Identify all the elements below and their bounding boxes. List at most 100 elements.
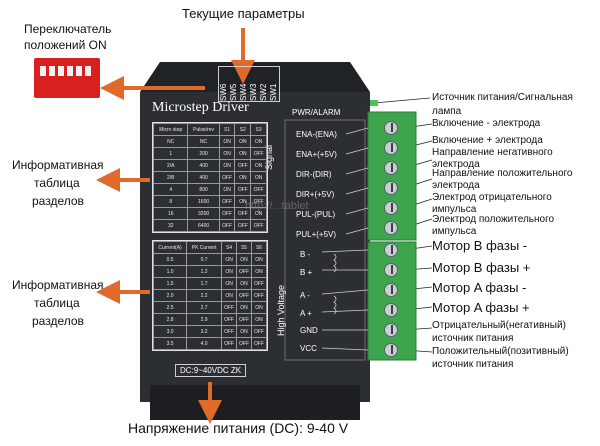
table-cell: 6400 (187, 219, 220, 232)
signal-pin-6: PUL+(+5V) (296, 230, 337, 239)
table-cell: OFF (234, 207, 252, 220)
table-cell: OFF (234, 183, 252, 196)
table-cell: 4.0 (186, 337, 223, 350)
hv-pin-b-minus: B - (300, 250, 311, 259)
right-label-0a: Источник питания/Сигнальная (432, 92, 573, 103)
right-label-5b: импульса (432, 204, 477, 215)
terminal-screw[interactable] (384, 263, 398, 277)
table-cell: 3.0 (152, 325, 188, 338)
table1-annotation-line2: таблица (34, 176, 80, 190)
terminal-screw[interactable] (384, 243, 398, 257)
table-cell: ON (251, 253, 267, 266)
table-cell: 2/A (152, 159, 189, 172)
driver-title: Microstep Driver (152, 100, 249, 115)
table-header-cell: Pulse/rev (187, 123, 220, 136)
table-cell: OFF (251, 289, 267, 302)
signal-pin-5: PUL-(PUL) (296, 210, 336, 219)
hv-pin-vcc: VCC (300, 344, 317, 353)
table-cell: OFF (218, 195, 236, 208)
terminal-screw[interactable] (384, 161, 398, 175)
pin-lines (321, 127, 369, 351)
table-cell: ON (250, 135, 267, 148)
right-label-4a: Направление положительного (432, 168, 573, 179)
high-voltage-label: High Voltage (276, 284, 286, 336)
right-label-3b: электрода (432, 159, 480, 170)
table-cell: 1600 (187, 195, 220, 208)
table-cell: ON (251, 265, 267, 278)
table-header-cell: S3 (250, 123, 267, 136)
table-cell: OFF (221, 337, 238, 350)
hv-pin-a-plus: A + (300, 309, 312, 318)
table-cell: 2.7 (186, 301, 223, 314)
terminal-screw[interactable] (384, 141, 398, 155)
terminal-screw[interactable] (384, 201, 398, 215)
dc-voltage-box: DC:9~40VDC ZK (175, 364, 247, 377)
table-cell: 400 (187, 159, 220, 172)
right-label-0b: лампа (432, 106, 462, 117)
table-cell: OFF (251, 325, 267, 338)
right-label-4b: электрода (432, 180, 480, 191)
table-cell: OFF (236, 337, 253, 350)
right-label-3a: Направление негативного (432, 147, 553, 158)
table-cell: ON (234, 195, 252, 208)
table-header-cell: PK Current (186, 241, 223, 254)
table2-annotation-line3: разделов (32, 314, 84, 328)
right-label-5a: Электрод отрицательного (432, 192, 552, 203)
table-cell: ON (221, 277, 238, 290)
table-cell: 0.7 (186, 253, 223, 266)
right-label-6b: импульса (432, 226, 477, 237)
table-cell: 2/B (152, 171, 189, 184)
coil-symbols (333, 253, 337, 315)
table-cell: ON (250, 171, 267, 184)
right-label-1: Включение - электрода (432, 118, 541, 129)
hv-pin-gnd: GND (300, 326, 318, 335)
signal-pin-3: DIR-(DIR) (296, 170, 332, 179)
right-label-6a: Электрод положительного (432, 214, 555, 225)
right-label-10: Мотор A фазы + (432, 300, 530, 315)
table-header-cell: S5 (236, 241, 253, 254)
terminal-screw[interactable] (384, 303, 398, 317)
table-cell: OFF (221, 301, 238, 314)
table-cell: ON (234, 171, 252, 184)
table-header-cell: S1 (218, 123, 236, 136)
terminal-screw[interactable] (384, 221, 398, 235)
right-label-11b: источник питания (432, 333, 514, 344)
table-cell: 3.2 (186, 325, 223, 338)
table2-annotation-line1: Информативная (12, 278, 104, 292)
hv-pin-a-minus: A - (300, 291, 310, 300)
table-cell: ON (221, 253, 238, 266)
table-cell: ON (251, 313, 267, 326)
table-cell: ON (234, 147, 252, 160)
terminal-screw[interactable] (384, 121, 398, 135)
signal-pin-2: ENA+(+5V) (296, 150, 337, 159)
right-label-11a: Отрицательный(негативный) (432, 320, 566, 331)
terminal-screw[interactable] (384, 283, 398, 297)
table-cell: ON (250, 207, 267, 220)
table-header-cell: S6 (251, 241, 267, 254)
sw3-label: SW3 (249, 83, 258, 101)
terminal-screw[interactable] (384, 323, 398, 337)
terminal-screw[interactable] (384, 343, 398, 357)
table-cell: OFF (236, 265, 253, 278)
table-cell: 2.8 (152, 313, 188, 326)
right-label-8: Мотор B фазы + (432, 260, 531, 275)
table-cell: OFF (236, 313, 253, 326)
table-cell: 2.5 (152, 301, 188, 314)
terminal-screw[interactable] (384, 181, 398, 195)
right-label-2: Включение + электрода (432, 135, 543, 146)
table-cell: ON (218, 159, 236, 172)
table-cell: ON (234, 135, 252, 148)
table-cell: OFF (250, 183, 267, 196)
